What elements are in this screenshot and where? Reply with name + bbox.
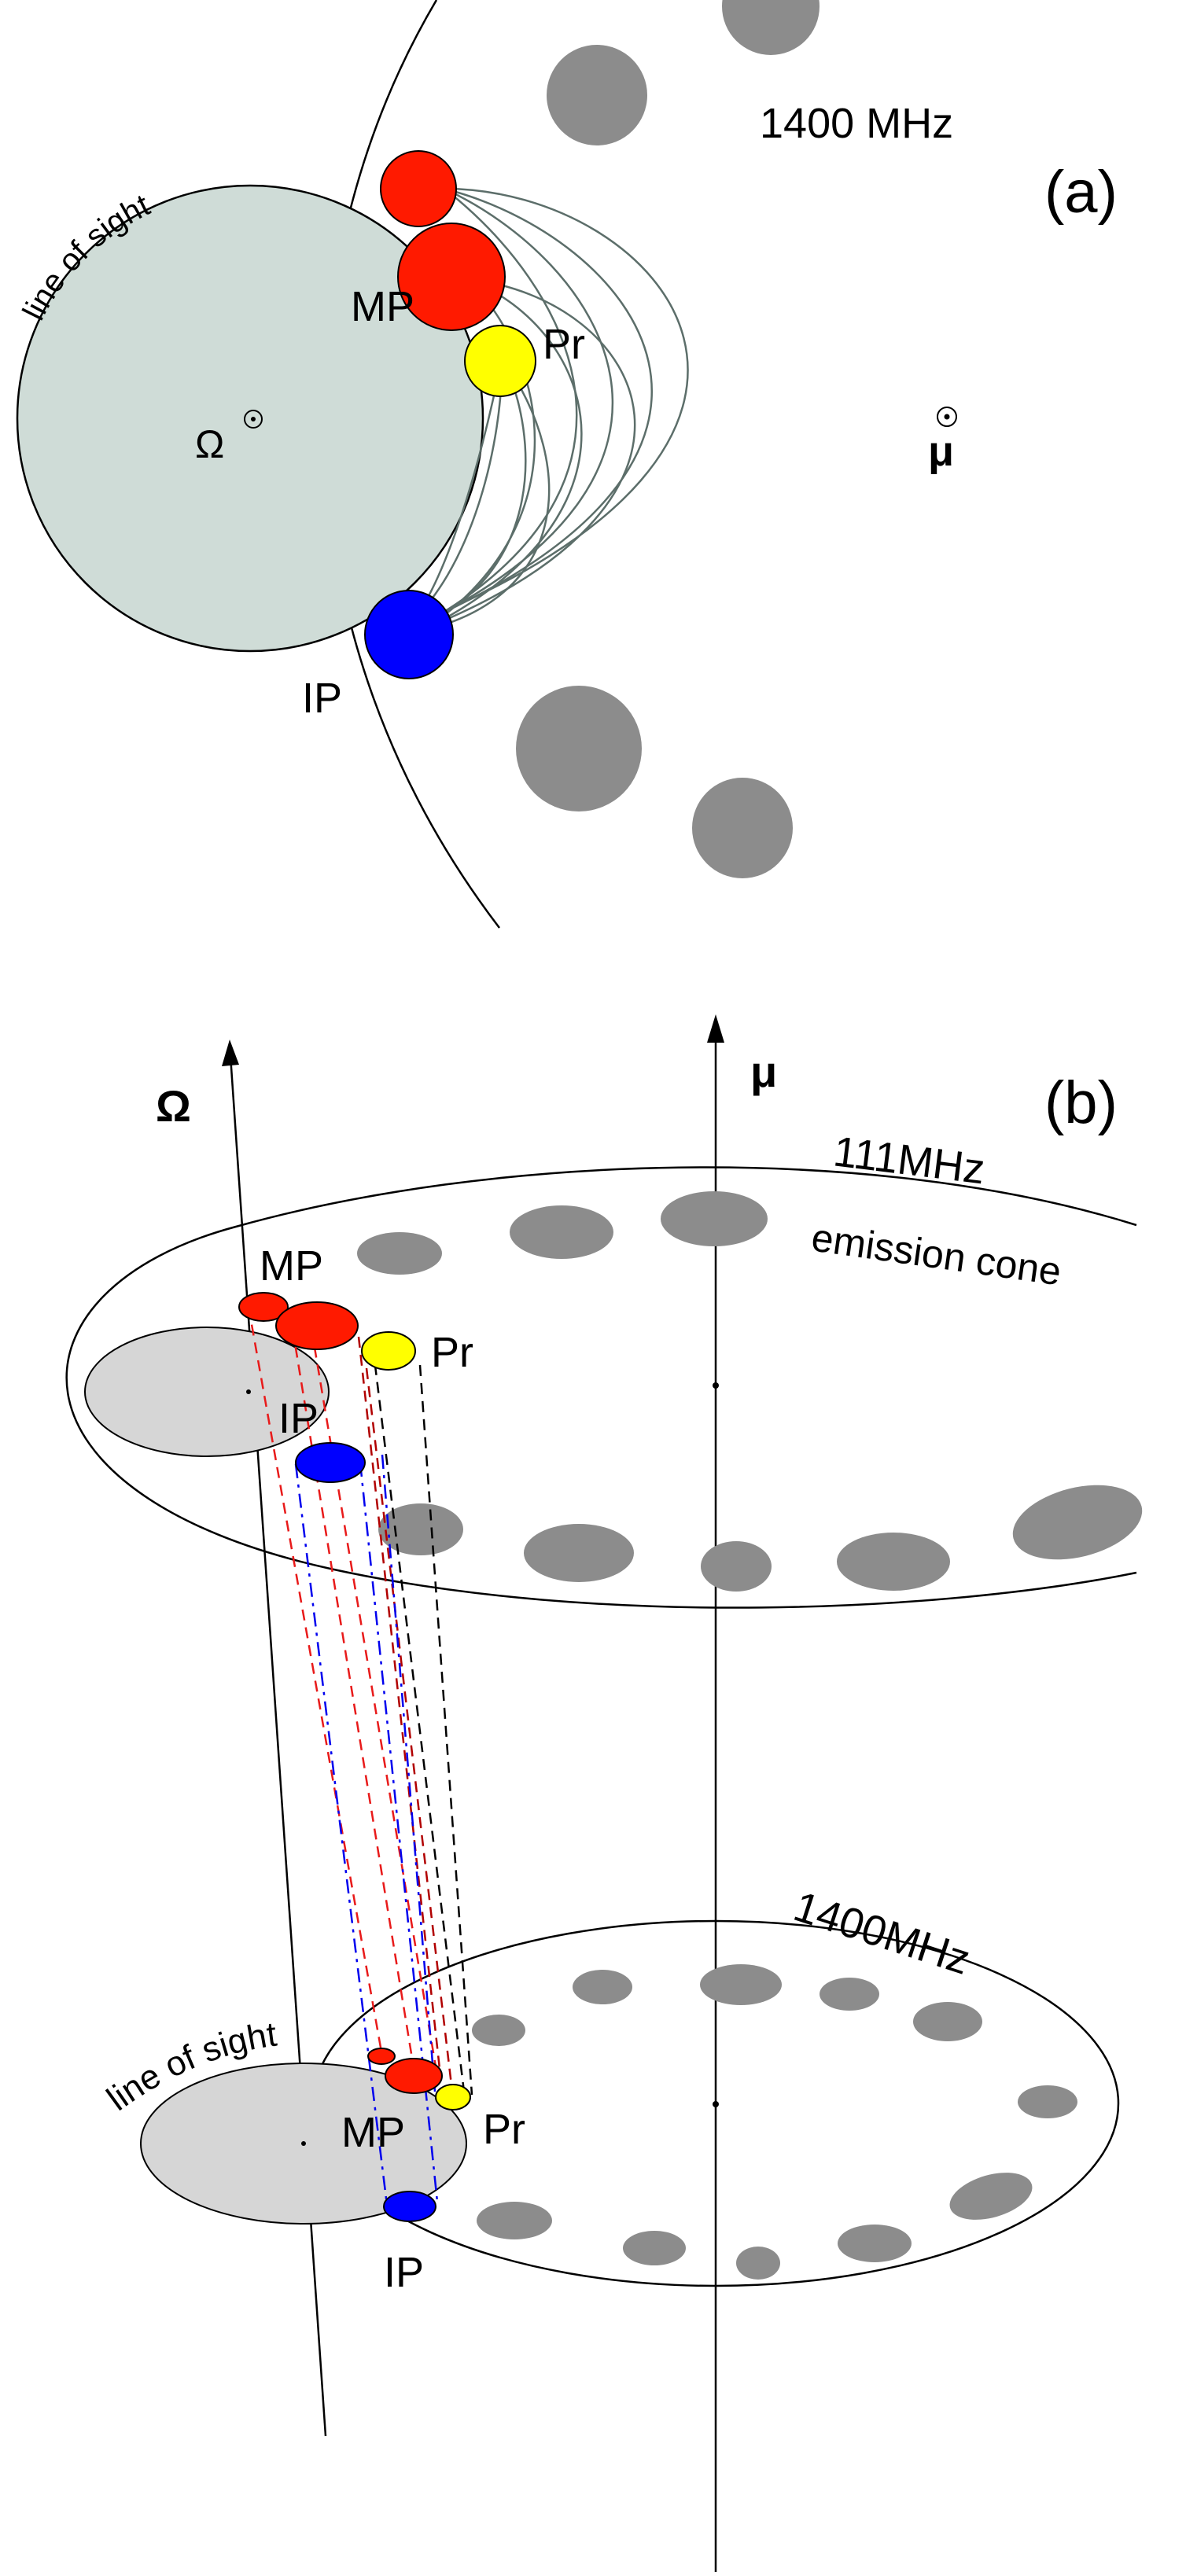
ip-circle <box>364 590 454 679</box>
pr-ellipse-upper <box>361 1331 416 1371</box>
emission-spot <box>949 2173 1033 2220</box>
mu-axis-dot-upper <box>713 1382 719 1389</box>
mp-precursor-ellipse-lower <box>367 2048 396 2065</box>
emission-spot <box>701 1541 772 1592</box>
frequency-label-1400: 1400MHz <box>788 1882 975 1983</box>
emission-spot <box>913 2002 982 2041</box>
emission-cone-label: emission cone <box>808 1215 1063 1294</box>
emission-cone-111mhz <box>65 1166 1137 1609</box>
mp-label-upper: MP <box>260 1242 323 1290</box>
svg-text:Ω: Ω <box>195 422 224 466</box>
frequency-label-111: 111MHz <box>831 1128 988 1193</box>
omega-axis-label: Ω <box>156 1081 191 1131</box>
mp-label-lower: MP <box>341 2109 405 2156</box>
pr-label-lower: Pr <box>483 2106 525 2153</box>
emission-spot <box>516 686 642 811</box>
field-line-arcs <box>400 187 689 640</box>
emission-spot <box>524 1524 634 1582</box>
pr-circle <box>464 325 536 397</box>
ip-ellipse-upper <box>295 1442 366 1483</box>
emission-spot <box>1018 2085 1077 2118</box>
mu-axis-arrowhead <box>707 1014 724 1043</box>
emission-spot <box>547 45 647 145</box>
mp-label: MP <box>351 283 414 330</box>
omega-axis-dot-upper <box>246 1389 251 1394</box>
emission-spot <box>1012 1485 1143 1560</box>
magnetic-axis-symbol: μ <box>928 407 957 475</box>
frequency-label: 1400 MHz <box>760 100 953 147</box>
emission-spot <box>700 1964 782 2005</box>
panel-b: Ω μ (b) line of sight <box>65 1014 1143 2572</box>
emission-spot <box>820 1978 879 2011</box>
panel-b-label: (b) <box>1044 1069 1118 1136</box>
emission-spot <box>838 2225 912 2262</box>
emission-spot <box>661 1191 768 1246</box>
emission-spot <box>378 1503 463 1555</box>
line-of-sight-beam-upper <box>84 1327 330 1457</box>
rotation-axis-symbol: Ω <box>195 410 263 466</box>
svg-text:μ: μ <box>928 428 954 475</box>
emission-spot <box>472 2015 525 2046</box>
ip-label-upper: IP <box>278 1395 319 1442</box>
mp-main-ellipse-upper <box>275 1301 359 1350</box>
pr-label: Pr <box>543 321 585 368</box>
panel-a: line of sight MP Pr IP 1400 <box>16 0 1118 929</box>
panel-a-label: (a) <box>1044 159 1118 226</box>
mu-axis-label: μ <box>750 1047 777 1096</box>
mp-main-circle <box>397 223 506 331</box>
ip-label-lower: IP <box>384 2249 424 2296</box>
mp-main-ellipse-lower <box>385 2058 443 2094</box>
emission-spot <box>736 2247 780 2280</box>
pr-ellipse-lower <box>435 2084 471 2110</box>
ip-ellipse-lower <box>383 2191 436 2222</box>
omega-axis-dot-lower <box>301 2141 306 2146</box>
emission-spot <box>510 1205 613 1259</box>
emission-spot <box>722 0 820 55</box>
mp-precursor-ellipse-upper <box>238 1292 289 1322</box>
mp-precursor-circle <box>380 150 457 227</box>
mu-axis-dot-lower <box>713 2101 719 2107</box>
ip-label: IP <box>302 675 342 722</box>
emission-spot <box>692 778 793 878</box>
emission-spot <box>573 1970 632 2004</box>
projection-lines <box>247 1306 473 2206</box>
emission-spot <box>477 2202 552 2239</box>
emission-spot <box>357 1232 442 1275</box>
line-of-sight-circle <box>16 184 484 653</box>
emission-spot <box>623 2231 686 2265</box>
omega-axis-arrowhead <box>222 1040 239 1066</box>
pr-label-upper: Pr <box>431 1329 473 1376</box>
emission-spot <box>837 1533 950 1591</box>
